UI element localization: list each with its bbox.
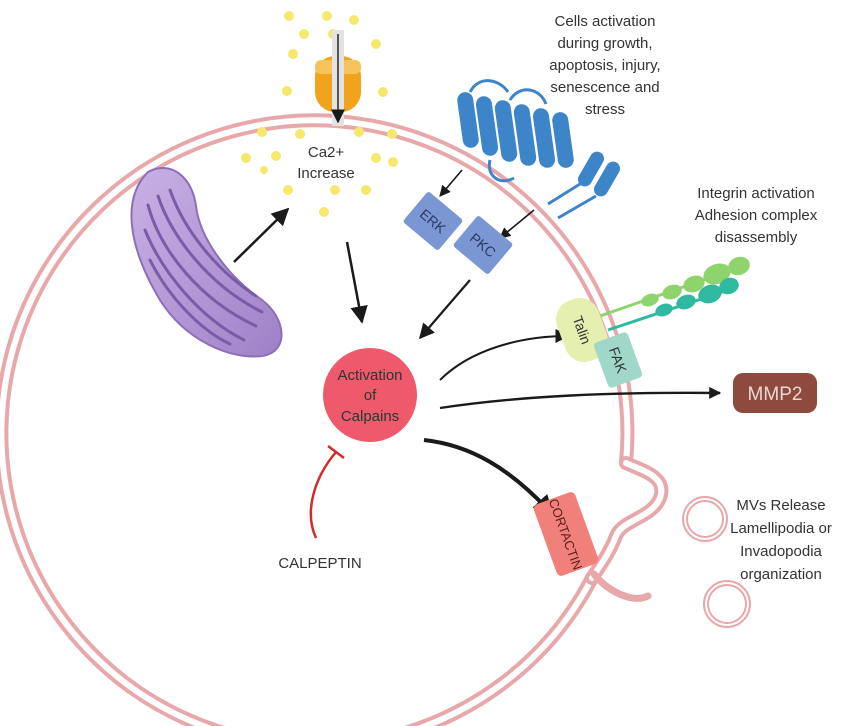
svg-text:organization: organization	[740, 566, 822, 583]
svg-text:during growth,: during growth,	[557, 35, 652, 52]
svg-text:of: of	[364, 387, 377, 404]
ca-increase-line1: Ca2+	[308, 144, 345, 161]
ca-increase-line2: Increase	[297, 165, 355, 182]
pkc-kinase: PKC	[453, 216, 513, 274]
svg-text:Activation: Activation	[337, 367, 402, 384]
arrow-calpains-to-mmp2	[439, 386, 722, 410]
cortactin-node: CORTACTIN	[533, 492, 599, 576]
integrin-complex	[599, 256, 750, 332]
svg-text:disassembly: disassembly	[715, 229, 798, 246]
svg-text:Adhesion complex: Adhesion complex	[695, 207, 818, 224]
fak-protein: FAK	[594, 332, 642, 388]
svg-text:MMP2: MMP2	[748, 384, 803, 405]
arrow-pkc-to-calpains	[418, 279, 471, 340]
erk-kinase: ERK	[403, 192, 463, 250]
microvesicle-4	[705, 582, 749, 626]
calcium-ions	[241, 11, 398, 217]
svg-text:Invadopodia: Invadopodia	[740, 543, 822, 560]
microvesicles	[682, 496, 751, 628]
arrow-ca-to-calpains	[345, 241, 368, 324]
mmp2-node: MMP2	[733, 373, 817, 413]
calpeptin-inhibitor: CALPEPTIN	[278, 445, 362, 572]
svg-text:CALPEPTIN: CALPEPTIN	[278, 555, 361, 572]
svg-text:apoptosis, injury,: apoptosis, injury,	[549, 57, 660, 74]
mitochondrion	[130, 167, 283, 358]
gpcr-receptor	[457, 79, 574, 183]
arrow-gpcr-to-erk	[439, 169, 463, 197]
calpains-node: Activation of Calpains	[323, 348, 417, 442]
svg-text:Integrin activation: Integrin activation	[697, 185, 815, 202]
svg-text:MVs Release: MVs Release	[736, 497, 825, 514]
arrows	[233, 169, 722, 516]
calcium-channel	[315, 30, 361, 126]
receptor-kinase	[547, 151, 620, 220]
arrow-calpains-to-cortactin	[423, 438, 554, 516]
svg-text:Calpains: Calpains	[341, 408, 399, 425]
microvesicle-2	[684, 498, 726, 540]
svg-text:Cells activation: Cells activation	[555, 13, 656, 30]
arrow-calpains-to-talin	[439, 329, 570, 381]
integrin-label: Integrin activation Adhesion complex dis…	[695, 185, 818, 246]
svg-text:senescence and: senescence and	[550, 79, 659, 96]
svg-text:stress: stress	[585, 101, 625, 118]
mvs-label: MVs Release Lamellipodia or Invadopodia …	[730, 497, 832, 583]
cells-activation-label: Cells activation during growth, apoptosi…	[549, 13, 660, 118]
cell-membrane	[0, 113, 669, 726]
arrow-mito-to-ca	[233, 207, 290, 263]
svg-text:Lamellipodia or: Lamellipodia or	[730, 520, 832, 537]
arrow-rtk-to-pkc	[499, 209, 535, 239]
